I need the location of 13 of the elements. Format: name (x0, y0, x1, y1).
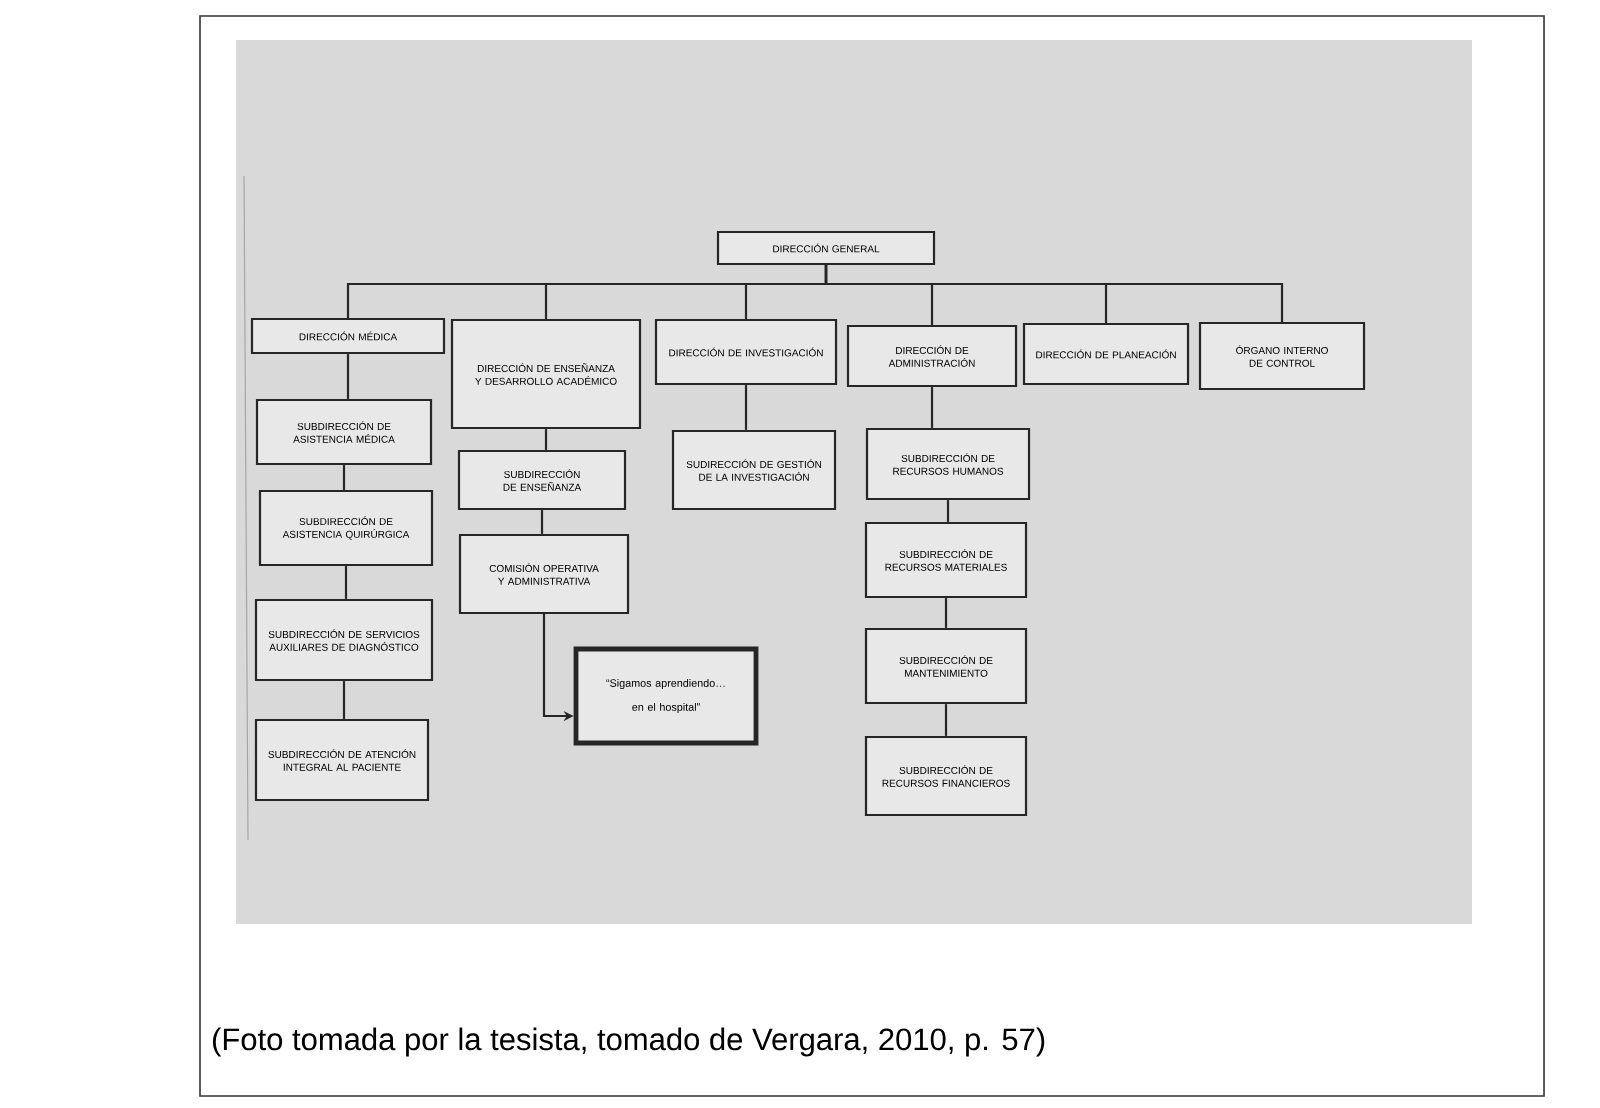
connector (344, 566, 348, 599)
connector (944, 704, 948, 736)
connector (930, 387, 934, 428)
connector (346, 354, 350, 399)
connector (342, 465, 346, 490)
connector (342, 681, 346, 719)
connector (544, 429, 548, 450)
connector (744, 385, 748, 430)
connector (946, 500, 950, 522)
caption: (Foto tomada por la tesista, tomado de Vergara, 2010, p. 57) (213, 1027, 1045, 1057)
connector (944, 598, 948, 628)
connector (824, 265, 1284, 322)
connector (540, 510, 544, 534)
